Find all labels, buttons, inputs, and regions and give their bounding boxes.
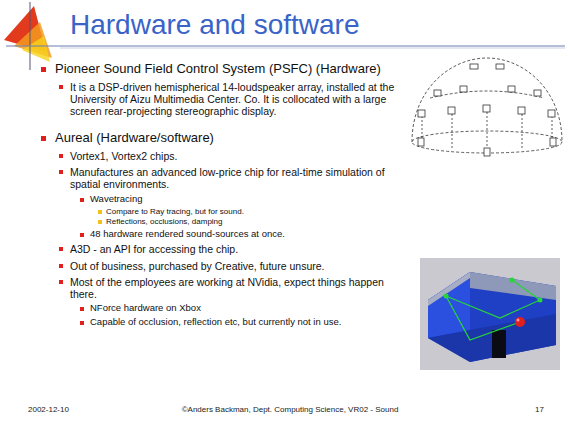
bullet-item: It is a DSP-driven hemispherical 14-loud…: [70, 81, 400, 117]
speaker-dome-part: [470, 64, 478, 69]
header-decoration-part: [22, 36, 50, 62]
bullet-text: Most of the employees are working at NVi…: [70, 276, 384, 300]
room-render-part: [517, 319, 520, 322]
bullet-item: Compare to Ray tracing, but for sound.: [106, 207, 406, 216]
speaker-dome-part: [430, 91, 544, 98]
slide-title: Hardware and software: [70, 9, 359, 41]
bullet-marker: [59, 280, 63, 284]
bullet-item: Manufactures an advanced low-price chip …: [70, 166, 400, 190]
speaker-dome-part: [534, 90, 541, 96]
bullet-marker: [98, 210, 102, 214]
header-decoration-part: [30, 2, 31, 70]
room-render-part: [444, 294, 449, 299]
bullet-text: It is a DSP-driven hemispherical 14-loud…: [70, 81, 394, 117]
speaker-dome-part: [452, 114, 453, 150]
bullet-marker: [41, 136, 46, 141]
bullet-marker: [80, 198, 84, 202]
speaker-dome-part: [422, 116, 423, 140]
bullet-item: A3D - an API for accessing the chip.: [70, 243, 400, 255]
footer-text: ©Anders Backman, Dept. Computing Science…: [182, 405, 399, 414]
speaker-dome-part: [418, 110, 425, 117]
bullet-text: Compare to Ray tracing, but for sound.: [106, 207, 244, 216]
bullet-marker: [80, 233, 84, 237]
room-render-part: [538, 298, 543, 303]
bullet-text: Out of business, purchased by Creative, …: [70, 260, 324, 272]
bullet-text: Wavetracing: [90, 193, 142, 204]
header-decoration: [4, 2, 565, 70]
bullet-item: 48 hardware rendered sound-sources at on…: [90, 229, 408, 240]
speaker-dome-part: [522, 114, 523, 150]
speaker-dome-part: [550, 138, 556, 146]
speaker-dome-part: [496, 64, 504, 69]
bullet-marker: [41, 67, 46, 72]
bullet-text: A3D - an API for accessing the chip.: [70, 243, 238, 255]
speaker-dome-part: [552, 116, 553, 140]
room-render-part: [428, 272, 556, 362]
bullet-list: Pioneer Sound Field Control System (PSFC…: [0, 62, 572, 328]
bullet-marker: [59, 85, 63, 89]
bullet-marker: [59, 264, 63, 268]
speaker-dome-part: [518, 107, 525, 114]
bullet-item: NForce hardware on Xbox: [90, 303, 408, 314]
speaker-dome-part: [460, 86, 467, 92]
bullet-marker: [98, 220, 102, 224]
speaker-dome-part: [548, 110, 555, 117]
bullet-text: Capable of occlusion, reflection etc, bu…: [90, 316, 341, 327]
bullet-text: Vortex1, Vortex2 chips.: [70, 150, 177, 162]
room-render-part: [446, 296, 520, 340]
bullet-text: Aureal (Hardware/software): [55, 130, 214, 145]
bullet-text: NForce hardware on Xbox: [90, 302, 201, 313]
bullet-item: Vortex1, Vortex2 chips.: [70, 150, 400, 162]
speaker-dome-part: [434, 90, 441, 96]
speaker-dome: [412, 58, 562, 156]
bullet-item: Most of the employees are working at NVi…: [70, 276, 400, 300]
room-render-part: [470, 272, 556, 300]
bullet-marker: [80, 307, 84, 311]
speaker-dome-part: [487, 112, 488, 152]
footer-text: 17: [535, 405, 544, 414]
bullet-text: 48 hardware rendered sound-sources at on…: [90, 228, 285, 239]
bullet-text: Manufactures an advanced low-price chip …: [70, 166, 385, 190]
footer-text: 2002-12-10: [28, 405, 69, 414]
speaker-dome-part: [508, 86, 515, 92]
bullet-text: Reflections, occlusions, damping: [106, 217, 223, 226]
bullet-item: Wavetracing: [90, 194, 408, 205]
room-render-part: [492, 330, 506, 358]
header-decoration-part: [6, 45, 565, 46]
header-decoration-part: [60, 48, 565, 49]
bullet-text: Pioneer Sound Field Control System (PSFC…: [55, 61, 381, 76]
room-render-part: [428, 314, 556, 362]
speaker-dome-part: [483, 105, 490, 112]
speaker-dome-part: [418, 138, 424, 146]
bullet-item: Out of business, purchased by Creative, …: [70, 260, 400, 272]
bullet-marker: [80, 321, 84, 325]
bullet-marker: [59, 247, 63, 251]
room-render-part: [515, 317, 525, 327]
bullet-item: Reflections, occlusions, damping: [106, 217, 406, 226]
room-render-part: [446, 280, 540, 318]
bullet-item: Capable of occlusion, reflection etc, bu…: [90, 317, 408, 328]
room-render-part: [510, 278, 515, 283]
bullet-item: Aureal (Hardware/software): [55, 131, 405, 146]
room-render-part: [420, 258, 560, 370]
speaker-dome-part: [484, 148, 490, 156]
bullet-item: Pioneer Sound Field Control System (PSFC…: [55, 62, 405, 77]
bullet-marker: [59, 170, 63, 174]
bullet-marker: [59, 154, 63, 158]
room-render: [420, 258, 560, 370]
speaker-dome-part: [448, 107, 455, 114]
